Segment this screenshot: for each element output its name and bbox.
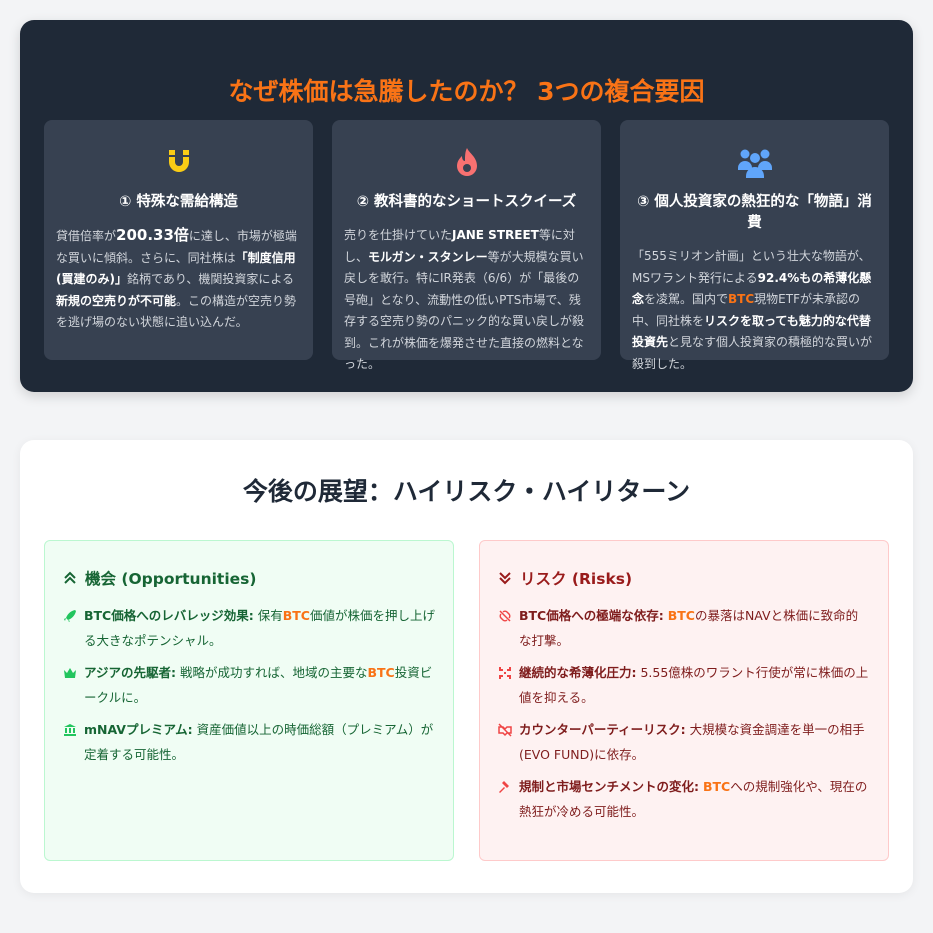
text-segment: 戦略が成功すれば、地域の主要な [176, 665, 368, 680]
opportunities-panel: 機会 (Opportunities) BTC価格へのレバレッジ効果: 保有BTC… [44, 540, 454, 861]
risks-heading: リスク (Risks) [520, 570, 633, 588]
item-text: mNAVプレミアム: 資産価値以上の時価総額（プレミアム）が定着する可能性。 [84, 717, 435, 767]
text-segment: 。この構造が空売り勢を逃げ場のない状態に追い込んだ。 [56, 293, 297, 330]
causes-title: なぜ株価は急騰したのか？ 3つの複合要因 [228, 77, 705, 106]
item-text: 継続的な希薄化圧力: 5.55億株のワラント行使が常に株価の上値を抑える。 [519, 660, 870, 710]
opportunities-list: BTC価格へのレバレッジ効果: 保有BTC価値が株価を押し上げる大きなポテンシャ… [63, 603, 435, 767]
text-segment: 「555ミリオン計画」という壮大な物語が、MSワラント発行による [632, 249, 871, 285]
item-text: アジアの先駆者: 戦略が成功すれば、地域の主要なBTC投資ビークルに。 [84, 660, 435, 710]
fire-icon [456, 148, 477, 176]
text-segment: 投資ビークルに。 [84, 665, 433, 705]
risks-panel: リスク (Risks) BTC価格への極端な依存: BTCの暴落はNAVと株価に… [479, 540, 889, 861]
emphasis-text: アジアの先駆者: [84, 665, 176, 680]
list-item: BTC価格への極端な依存: BTCの暴落はNAVと株価に致命的な打撃。 [498, 603, 870, 653]
list-item: BTC価格へのレバレッジ効果: 保有BTC価値が株価を押し上げる大きなポテンシャ… [63, 603, 435, 653]
item-text: カウンターパーティーリスク: 大規模な資金調達を単一の相手(EVO FUND)に… [519, 717, 870, 767]
cause-heading: ② 教科書的なショートスクイーズ [356, 194, 577, 210]
users-icon [737, 149, 772, 178]
cause-card-supply-demand: ① 特殊な需給構造 貸借倍率が200.33倍に達し、市場が極端な買いに傾斜。さら… [44, 120, 313, 360]
emphasis-text: BTC価格へのレバレッジ効果: [84, 608, 254, 623]
cause-body: 「555ミリオン計画」という壮大な物語が、MSワラント発行による92.4%もの希… [632, 246, 877, 375]
risks-list: BTC価格への極端な依存: BTCの暴落はNAVと株価に致命的な打撃。継続的な希… [498, 603, 870, 824]
magnet-icon [168, 150, 189, 172]
list-item: 継続的な希薄化圧力: 5.55億株のワラント行使が常に株価の上値を抑える。 [498, 660, 870, 710]
text-segment: 資産価値以上の時価総額（プレミアム）が定着する可能性。 [84, 722, 434, 762]
text-segment: への規制強化や、現在の熱狂が冷める可能性。 [519, 779, 868, 819]
list-item: アジアの先駆者: 戦略が成功すれば、地域の主要なBTC投資ビークルに。 [63, 660, 435, 710]
emphasis-text: mNAVプレミアム: [84, 722, 193, 737]
list-item: カウンターパーティーリスク: 大規模な資金調達を単一の相手(EVO FUND)に… [498, 717, 870, 767]
emphasis-text: 新規の空売りが不可能 [56, 293, 177, 308]
item-text: BTC価格への極端な依存: BTCの暴落はNAVと株価に致命的な打撃。 [519, 603, 870, 653]
text-segment: 等が大規模な買い戻しを敢行。特にIR発表（6/6）が「最後の号砲」となり、流動性… [344, 249, 585, 372]
emphasis-text: BTC価格への極端な依存: [519, 608, 664, 623]
text-segment: 大規模な資金調達を単一の相手(EVO FUND)に依存。 [519, 722, 865, 762]
text-segment: 銘柄であり、機関投資家による [126, 272, 295, 286]
cause-heading: ③ 個人投資家の熱狂的な「物語」消費 [637, 194, 872, 231]
btc-highlight: BTC [667, 608, 695, 623]
emphasis-text: リスクを取っても魅力的な代替投資先 [632, 313, 871, 350]
emphasis-text: 200.33倍 [116, 226, 189, 244]
outlook-title: 今後の展望：ハイリスク・ハイリターン [242, 477, 691, 506]
compress-icon [498, 660, 512, 685]
handshake-slash-icon [498, 717, 512, 742]
list-item: 規制と市場センチメントの変化: BTCへの規制強化や、現在の熱狂が冷める可能性。 [498, 774, 870, 824]
emphasis-text: JANE STREET [452, 228, 539, 242]
item-text: BTC価格へのレバレッジ効果: 保有BTC価値が株価を押し上げる大きなポテンシャ… [84, 603, 435, 653]
crown-icon [63, 660, 77, 685]
btc-highlight: BTC [367, 665, 395, 680]
text-segment: 保有 [253, 608, 283, 623]
btc-highlight: BTC [702, 779, 731, 794]
text-segment: の暴落はNAVと株価に致命的な打撃。 [519, 608, 859, 648]
text-segment: 現物ETFが未承認の中、同社株を [632, 292, 860, 328]
outlook-section: 今後の展望：ハイリスク・ハイリターン 機会 (Opportunities) BT… [20, 440, 913, 893]
cause-heading: ① 特殊な需給構造 [119, 194, 238, 210]
text-segment: 等に対し、 [344, 228, 575, 264]
cause-card-short-squeeze: ② 教科書的なショートスクイーズ 売りを仕掛けていたJANE STREET等に対… [332, 120, 601, 371]
text-segment: 価値が株価を押し上げる大きなポテンシャル。 [84, 608, 435, 648]
bank-icon [63, 717, 77, 742]
chevrons-down-icon [499, 572, 511, 585]
text-segment: に達し、市場が極端な買いに傾斜。さらに、同社株は [56, 229, 297, 265]
text-segment: と見なす個人投資家の積極的な買いが殺到した。 [632, 335, 873, 371]
text-segment: 5.55億株のワラント行使が常に株価の上値を抑える。 [519, 665, 869, 705]
item-text: 規制と市場センチメントの変化: BTCへの規制強化や、現在の熱狂が冷める可能性。 [519, 774, 870, 824]
gavel-icon [498, 774, 512, 799]
opportunities-heading: 機会 (Opportunities) [85, 570, 257, 588]
cause-body: 売りを仕掛けていたJANE STREET等に対し、モルガン・スタンレー等が大規模… [344, 225, 589, 376]
text-segment: を凌駕。国内で [644, 292, 729, 306]
cause-card-retail-narrative: ③ 個人投資家の熱狂的な「物語」消費 「555ミリオン計画」という壮大な物語が、… [620, 120, 889, 371]
chevrons-up-icon [64, 571, 76, 584]
text-segment: 売りを仕掛けていた [344, 228, 453, 242]
emphasis-text: 「制度信用(買建のみ)」 [56, 250, 296, 287]
broken-link-icon [498, 603, 512, 628]
btc-highlight: BTC [282, 608, 310, 623]
emphasis-text: モルガン・スタンレー [368, 249, 488, 264]
rocket-icon [63, 603, 77, 628]
emphasis-text: 規制と市場センチメントの変化: [519, 779, 699, 794]
emphasis-text: 継続的な希薄化圧力: [519, 665, 637, 680]
cause-body: 貸借倍率が200.33倍に達し、市場が極端な買いに傾斜。さらに、同社株は「制度信… [56, 225, 301, 334]
btc-highlight: BTC [728, 292, 755, 306]
list-item: mNAVプレミアム: 資産価値以上の時価総額（プレミアム）が定着する可能性。 [63, 717, 435, 767]
emphasis-text: 92.4%もの希薄化懸念 [632, 270, 872, 307]
causes-section: なぜ株価は急騰したのか？ 3つの複合要因 ① 特殊な需給構造 貸借倍率が200.… [20, 20, 913, 392]
text-segment: 貸借倍率が [56, 229, 117, 243]
emphasis-text: カウンターパーティーリスク: [519, 722, 686, 737]
